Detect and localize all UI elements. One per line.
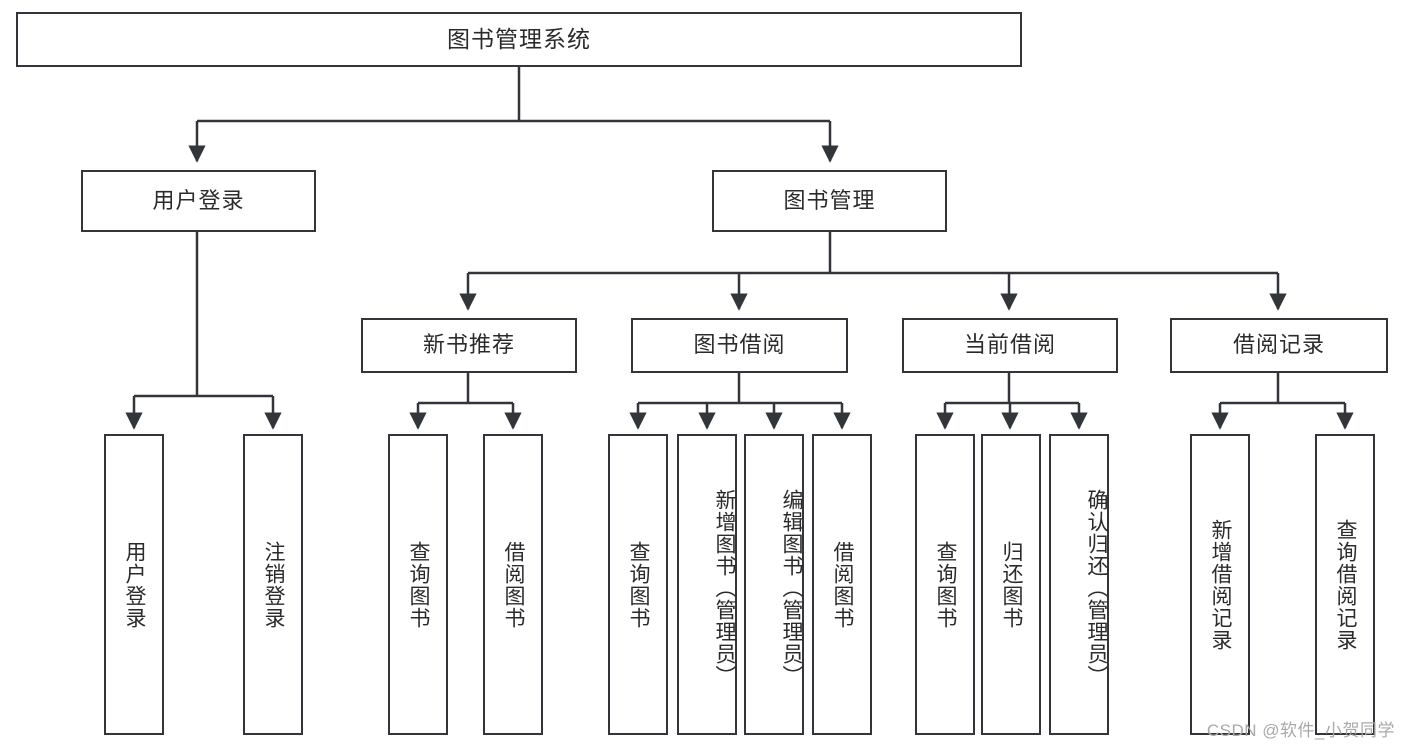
node-label: 归还图书 [1000,540,1024,629]
node-current-borrow[interactable]: 当前借阅 [902,318,1118,373]
node-borrow-record[interactable]: 借阅记录 [1170,318,1388,373]
node-label: 新增图书（管理员） [713,488,736,687]
node-label: 确认归还（管理员） [1085,488,1108,687]
node-new-book-recommend[interactable]: 新书推荐 [361,318,577,373]
leaf-borrow-book-newbook[interactable]: 借阅图书 [483,434,543,735]
leaf-add-book-admin[interactable]: 新增图书（管理员） [677,434,737,735]
node-label: 查询图书 [627,540,651,629]
leaf-query-book-newbook[interactable]: 查询图书 [388,434,448,735]
node-label: 图书借阅 [693,332,786,358]
leaf-add-borrow-record[interactable]: 新增借阅记录 [1190,434,1250,735]
node-label: 当前借阅 [963,332,1056,358]
leaf-query-book-current[interactable]: 查询图书 [915,434,975,735]
node-label: 注销登录 [262,540,286,629]
leaf-query-book-borrow[interactable]: 查询图书 [608,434,668,735]
node-label: 用户登录 [123,540,147,629]
node-label: 新增借阅记录 [1209,518,1233,651]
node-label: 用户登录 [152,187,245,213]
node-book-borrow[interactable]: 图书借阅 [631,318,848,373]
node-label: 查询图书 [934,540,958,629]
leaf-user-login[interactable]: 用户登录 [104,434,164,735]
node-label: 新书推荐 [422,332,515,358]
node-book-management[interactable]: 图书管理 [712,170,947,232]
leaf-borrow-book[interactable]: 借阅图书 [812,434,872,735]
node-label: 图书管理 [783,187,876,213]
node-label: 图书管理系统 [447,25,591,52]
watermark-text: CSDN @软件_小贺同学 [1206,721,1395,740]
leaf-query-borrow-record[interactable]: 查询借阅记录 [1315,434,1375,735]
leaf-edit-book-admin[interactable]: 编辑图书（管理员） [744,434,804,735]
leaf-confirm-return-admin[interactable]: 确认归还（管理员） [1049,434,1109,735]
node-user-login[interactable]: 用户登录 [81,170,316,232]
node-label: 查询图书 [407,540,431,629]
node-label: 编辑图书（管理员） [780,488,803,687]
node-label: 借阅图书 [502,540,526,629]
leaf-logout-login[interactable]: 注销登录 [243,434,303,735]
leaf-return-book[interactable]: 归还图书 [981,434,1041,735]
node-label: 查询借阅记录 [1334,518,1358,651]
node-root-book-management-system[interactable]: 图书管理系统 [16,12,1022,67]
node-label: 借阅图书 [831,540,855,629]
node-label: 借阅记录 [1232,332,1325,358]
